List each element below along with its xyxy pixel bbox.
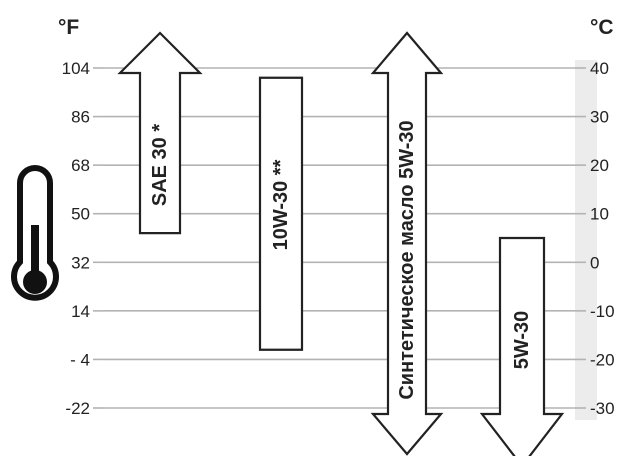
left-tick-label: -22 [65, 399, 90, 418]
left-tick-label: - 4 [70, 350, 90, 369]
left-tick-label: 32 [71, 253, 90, 272]
series-shape [117, 31, 203, 235]
right-axis-shade [575, 60, 597, 420]
grid-lines [93, 67, 586, 409]
right-tick-label: 0 [590, 253, 599, 272]
right-tick-label: 40 [590, 59, 609, 78]
series-shape [258, 76, 304, 351]
right-tick-label: -30 [590, 399, 615, 418]
left-tick-label: 86 [71, 108, 90, 127]
series-label: 10W-30 ** [270, 159, 292, 250]
series-bar: SAE 30 * [117, 31, 203, 235]
series-shape [370, 31, 444, 456]
series-label: Синтетическое масло 5W-30 [396, 120, 418, 399]
bars: SAE 30 * 10W-30 ** Синтетическое масло 5W-… [117, 31, 565, 461]
left-axis-unit: °F [58, 16, 79, 39]
series-bar: Синтетическое масло 5W-30 [370, 31, 444, 456]
thermometer-icon [11, 165, 59, 301]
right-tick-label: -10 [590, 302, 615, 321]
left-tick-label: 50 [71, 205, 90, 224]
right-tick-label: 30 [590, 108, 609, 127]
right-axis-unit: °C [590, 16, 614, 39]
right-tick-label: -20 [590, 350, 615, 369]
series-bar: 5W-30 [479, 236, 565, 461]
right-axis-ticks: 40 30 20 10 0 -10 -20 -30 [590, 59, 615, 418]
left-tick-label: 104 [62, 59, 90, 78]
right-tick-label: 10 [590, 205, 609, 224]
left-tick-label: 14 [71, 302, 90, 321]
series-shape [479, 236, 565, 461]
right-tick-label: 20 [590, 156, 609, 175]
left-tick-label: 68 [71, 156, 90, 175]
series-label: 5W-30 [511, 311, 533, 370]
series-bar: 10W-30 ** [258, 76, 304, 351]
series-label: SAE 30 * [149, 124, 171, 206]
left-axis-ticks: 104 86 68 50 32 14 - 4 -22 [62, 59, 90, 418]
